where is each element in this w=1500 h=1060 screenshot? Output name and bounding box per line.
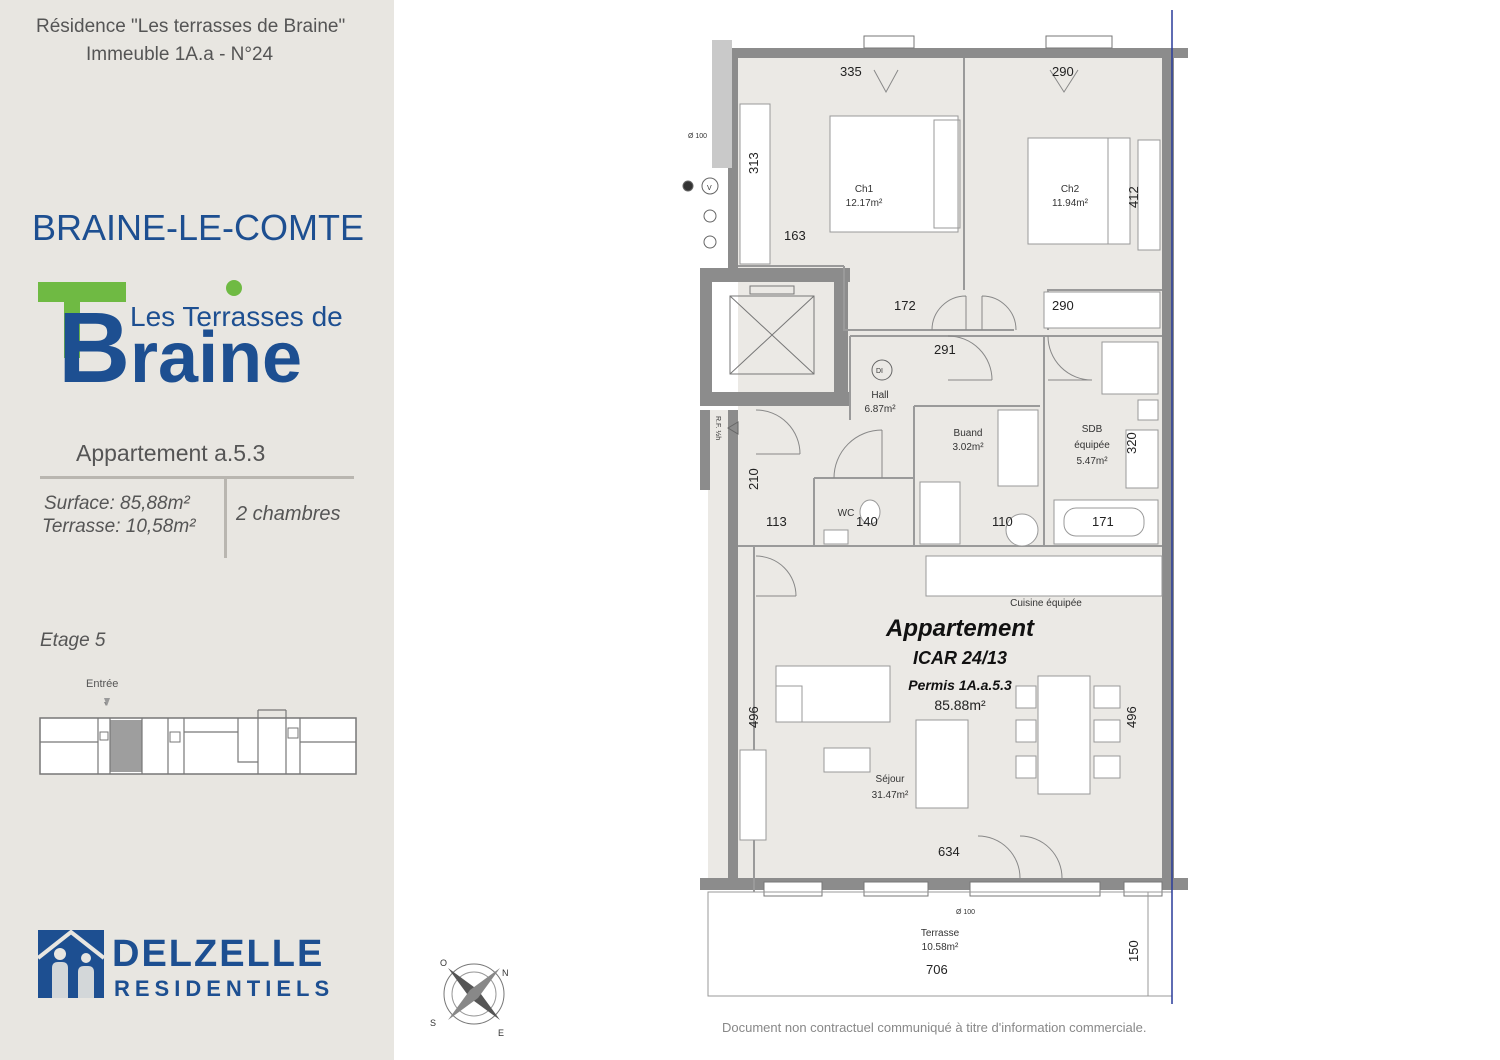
- city-name: BRAINE-LE-COMTE: [32, 207, 365, 248]
- bathroom-fixtures: [823, 341, 1159, 547]
- family-icon: [38, 930, 104, 998]
- dim-412: 412: [1126, 186, 1141, 208]
- dim-290-wardrobe: 290: [1052, 298, 1074, 313]
- room-sejour-name: Séjour: [876, 774, 906, 785]
- compass-south: S: [430, 1018, 436, 1028]
- dim-335: 335: [840, 64, 862, 79]
- room-sejour-area: 31.47m²: [872, 790, 909, 801]
- dim-290-top: 290: [1052, 64, 1074, 79]
- dim-634: 634: [938, 844, 960, 859]
- residence-line: Résidence "Les terrasses de Braine": [36, 16, 346, 37]
- dim-171: 171: [1092, 514, 1114, 529]
- room-terrasse-area: 10.58m²: [922, 942, 959, 953]
- apartment-title: Appartement a.5.3: [76, 440, 266, 466]
- logo-green-dot: [226, 280, 242, 296]
- door-swings: [755, 69, 1093, 879]
- compass-north: N: [502, 968, 509, 978]
- room-sdb-sub: équipée: [1074, 440, 1110, 451]
- info-sidebar: Résidence "Les terrasses de Braine" Imme…: [0, 0, 394, 1060]
- wardrobes: [739, 103, 1163, 597]
- dim-150: 150: [1126, 940, 1141, 962]
- room-buand-name: Buand: [954, 428, 983, 439]
- room-hall-area: 6.87m²: [864, 404, 896, 415]
- fire-rating-label: R.F. ½h: [714, 416, 722, 440]
- room-terrasse-name: Terrasse: [921, 928, 960, 939]
- di-label: DI: [876, 368, 883, 375]
- divider-vertical: [224, 478, 227, 558]
- pipe-label-top: Ø 100: [688, 133, 707, 140]
- dim-706: 706: [926, 962, 948, 977]
- building-line: Immeuble 1A.a - N°24: [86, 44, 274, 65]
- dim-313: 313: [746, 152, 761, 174]
- room-ch2-area: 11.94m²: [1052, 198, 1089, 209]
- surface-value: Surface: 85,88m²: [44, 493, 190, 514]
- dim-163: 163: [784, 228, 806, 243]
- dim-496-right: 496: [1124, 706, 1139, 728]
- room-ch2-name: Ch2: [1061, 184, 1080, 195]
- logo-green-bar: [38, 282, 126, 358]
- dim-210: 210: [746, 468, 761, 490]
- dim-291: 291: [934, 342, 956, 357]
- highlighted-unit: [110, 720, 142, 772]
- developer-line1: DELZELLE: [112, 933, 324, 975]
- valve-label: V: [707, 185, 712, 192]
- terrasses-logo: B Les Terrasses de raine: [38, 280, 343, 393]
- elevator-shaft: [729, 285, 815, 375]
- divider-horizontal: [40, 476, 354, 479]
- logo-title-top: Les Terrasses de: [130, 301, 343, 332]
- exterior-walls: [700, 40, 1188, 890]
- dim-172: 172: [894, 298, 916, 313]
- disclaimer-footer: Document non contractuel communiqué à ti…: [722, 1020, 1147, 1035]
- logo-b-letter: B: [58, 292, 130, 393]
- entrance-symbols: [682, 177, 739, 435]
- bedrooms-value: 2 chambres: [236, 503, 341, 525]
- room-hall-name: Hall: [871, 390, 888, 401]
- room-wc-name: WC: [838, 508, 855, 519]
- dim-110: 110: [992, 514, 1013, 529]
- stamp-icar: ICAR 24/13: [913, 648, 1007, 668]
- compass-rose-icon: [443, 963, 505, 1025]
- living-furniture: [739, 665, 1121, 841]
- entrance-label: Entrée: [86, 678, 119, 690]
- room-buand-area: 3.02m²: [952, 442, 984, 453]
- room-ch1-area: 12.17m²: [846, 198, 883, 209]
- room-cuisine: Cuisine équipée: [1010, 598, 1082, 609]
- compass-east: E: [498, 1028, 504, 1038]
- room-ch1-name: Ch1: [855, 184, 874, 195]
- floor-key-plan: [39, 698, 357, 775]
- dim-113: 113: [766, 514, 787, 529]
- di-marker: [871, 359, 893, 381]
- room-sdb-area: 5.47m²: [1076, 456, 1108, 467]
- floor-label: Etage 5: [40, 630, 106, 651]
- beds: [829, 115, 1131, 245]
- delzelle-logo: DELZELLE RESIDENTIELS: [38, 929, 334, 1001]
- stamp-permis: Permis 1A.a.5.3: [908, 677, 1012, 693]
- developer-line2: RESIDENTIELS: [114, 976, 334, 1001]
- stamp-area: 85.88m²: [934, 697, 986, 713]
- stamp-title: Appartement: [885, 615, 1035, 642]
- dim-496-left: 496: [746, 706, 761, 728]
- pipe-label-bottom: Ø 100: [956, 909, 975, 916]
- room-sdb-name: SDB: [1082, 424, 1103, 435]
- floor-plan: 335 290 163 172 290 291 113 140 110 171 …: [430, 10, 1188, 1038]
- terrace-value: Terrasse: 10,58m²: [42, 516, 196, 537]
- dim-320: 320: [1124, 432, 1139, 454]
- logo-title-bottom: raine: [130, 318, 302, 393]
- compass-west: O: [440, 958, 447, 968]
- dim-140: 140: [856, 514, 878, 529]
